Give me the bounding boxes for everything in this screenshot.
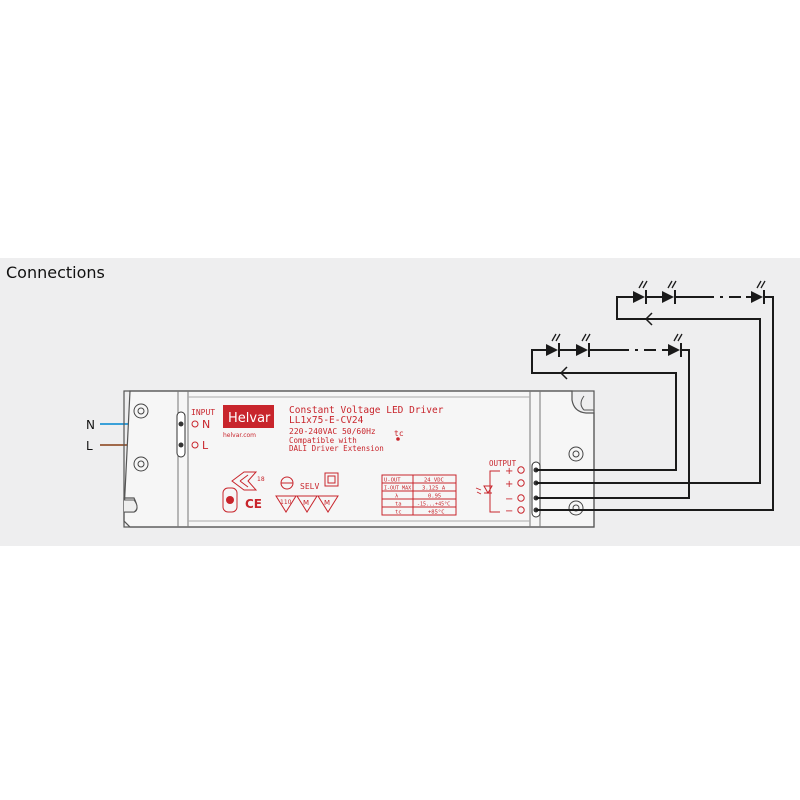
product-title: Constant Voltage LED Driver [289,405,444,416]
brand-logo [223,405,274,428]
spec-param: λ [395,494,399,500]
mounting-hole-icon [133,403,149,419]
led-diode-icon [663,333,687,357]
spec-value: 3.125 A [422,486,446,492]
led-diode-icon [541,333,565,357]
input-terminal-block [176,411,186,458]
neutral-label: N [86,418,95,432]
output-terminal-block [531,461,541,518]
output-terminal-3: − [505,494,513,505]
model-number: LL1x75-E-CV24 [289,415,364,426]
terminal-circle-icon [191,441,199,449]
output-bracket [489,470,500,513]
enec-mark-icon [231,471,258,491]
tc-point-icon [396,437,400,441]
section-title: Connections [6,263,105,282]
spec-value: +85°C [428,510,445,516]
class-marking-icon [280,476,294,490]
terminal-circle-icon [517,506,525,514]
selv-label: SELV [300,482,319,491]
current-arrow-icon [644,312,653,326]
terminal-circle-icon [517,494,525,502]
terminal-circle-icon [517,466,525,474]
input-n-label: N [202,418,210,431]
led-diode-icon [628,280,652,304]
m-mark-1: M [303,499,309,507]
compat-line-1: Compatible with [289,436,357,445]
ce-mark: CE [245,497,262,511]
current-arrow-icon [559,366,568,380]
input-label: INPUT [191,408,215,417]
m-mark-icon [317,495,339,513]
led-diode-icon [746,280,770,304]
terminal-screw-icon [178,442,184,448]
tc-label: tc [394,429,404,438]
independent-driver-icon [222,487,238,513]
mounting-hole-icon [133,456,149,472]
led-diode-icon [657,280,681,304]
spec-value: -15...+45°C [417,502,450,508]
temp-mark-icon [275,495,297,513]
compat-line-2: DALI Driver Extension [289,444,384,453]
live-label: L [86,439,93,453]
mounting-hole-icon [568,446,584,462]
supply-rating: 220-240VAC 50/60Hz [289,427,376,436]
m-mark-icon [296,495,318,513]
m-mark-2: M [324,499,330,507]
enec-number: 18 [257,476,265,483]
spec-param: ta [395,502,402,508]
brand-name: Helvar [228,411,271,426]
brand-url: helvar.com [223,432,256,439]
terminal-circle-icon [191,420,199,428]
terminal-circle-icon [517,479,525,487]
input-l-label: L [202,439,209,452]
led-diode-icon [571,333,595,357]
output-terminal-2: + [505,479,513,490]
spec-param: I-OUT MAX [384,486,411,492]
output-label: OUTPUT [489,459,517,468]
spec-value: 0.95 [428,494,441,500]
terminal-screw-icon [178,421,184,427]
spec-param: tc [395,510,402,516]
spec-value: 24 VDC [424,478,444,484]
spec-table: U-OUT 24 VDC I-OUT MAX 3.125 A λ 0.95 ta… [381,474,457,516]
output-terminal-4: − [505,506,513,517]
output-terminal-1: + [505,466,513,477]
led-symbol-icon [475,485,493,495]
temp-mark-value: 110 [280,499,292,506]
spec-param: U-OUT [384,478,401,484]
double-insulation-icon [324,472,339,487]
